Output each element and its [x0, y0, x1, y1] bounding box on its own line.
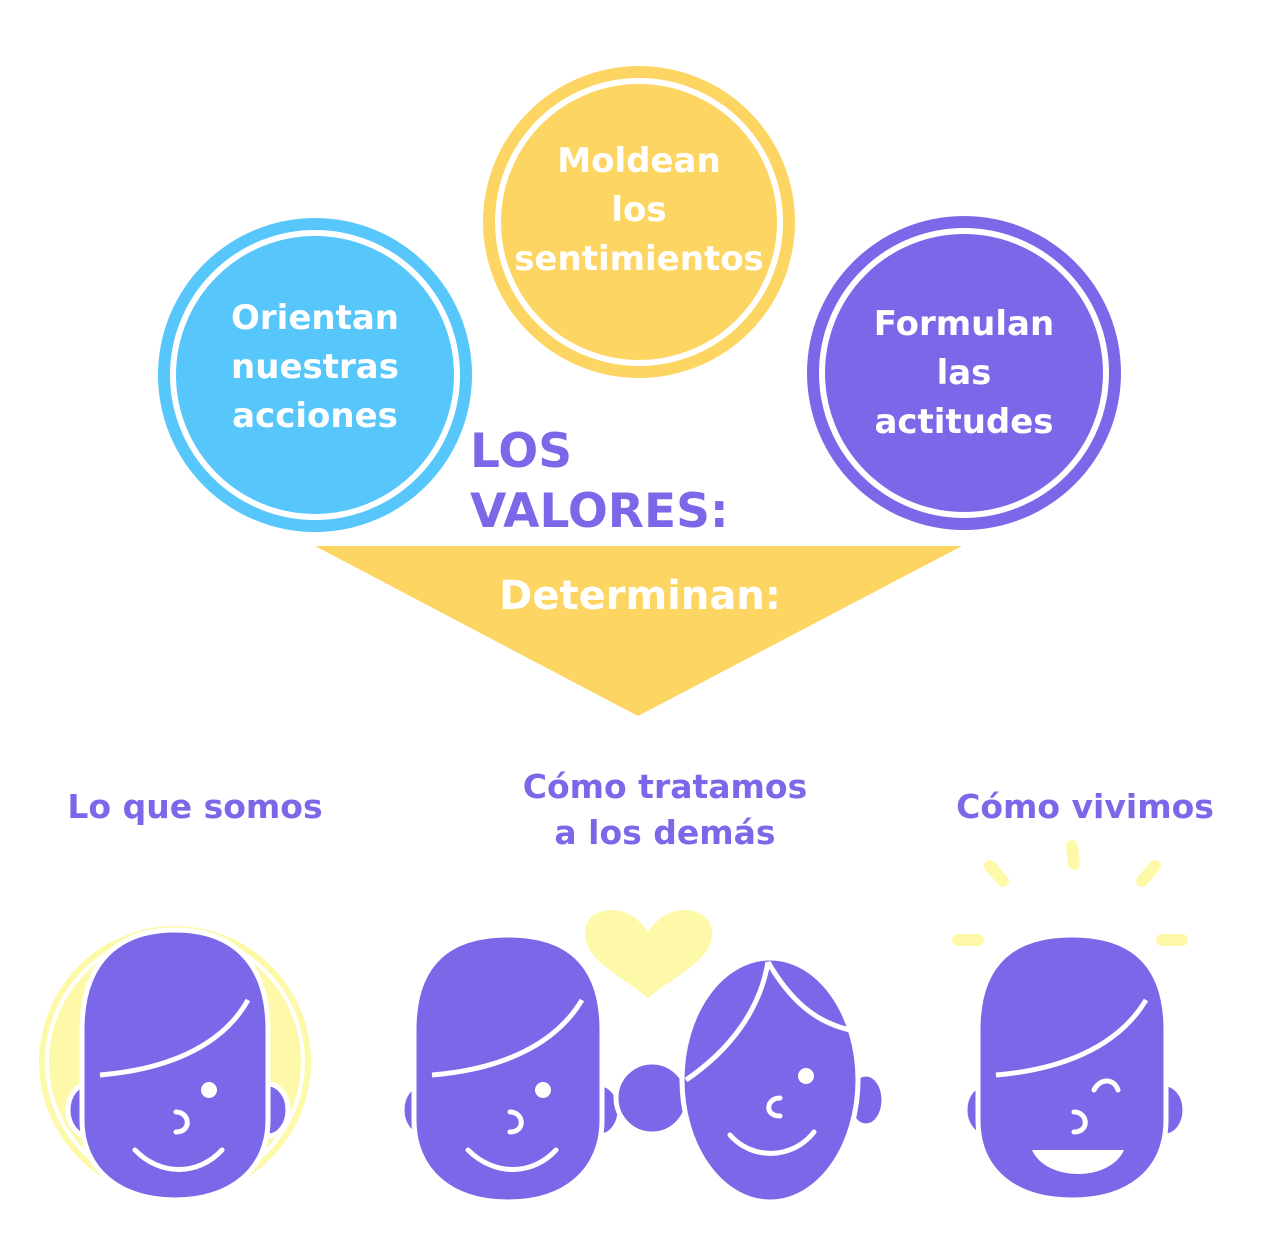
smiling-couple-icon: [399, 932, 887, 1205]
circle-moldean: Moldean los sentimientos: [483, 66, 795, 378]
circle-formulan: Formulan las actitudes: [807, 216, 1121, 530]
label-como-vivimos: Cómo vivimos: [956, 787, 1214, 826]
circle-formulan-text: Formulan las actitudes: [873, 303, 1055, 442]
determinan-label: Determinan:: [499, 573, 781, 619]
circle-orientan: Orientan nuestras acciones: [158, 218, 472, 532]
label-lo-que-somos: Lo que somos: [67, 787, 323, 826]
person-face-icon: [39, 926, 311, 1203]
circle-orientan-text: Orientan nuestras acciones: [231, 297, 399, 436]
sparkle-rays-icon: [952, 840, 1188, 946]
winking-face-icon: [962, 932, 1188, 1203]
label-como-tratamos: Cómo tratamos a los demás: [522, 767, 808, 852]
circle-moldean-text: Moldean los sentimientos: [514, 140, 764, 279]
heart-icon: [585, 910, 712, 998]
los-valores-title: LOS VALORES:: [470, 424, 729, 539]
